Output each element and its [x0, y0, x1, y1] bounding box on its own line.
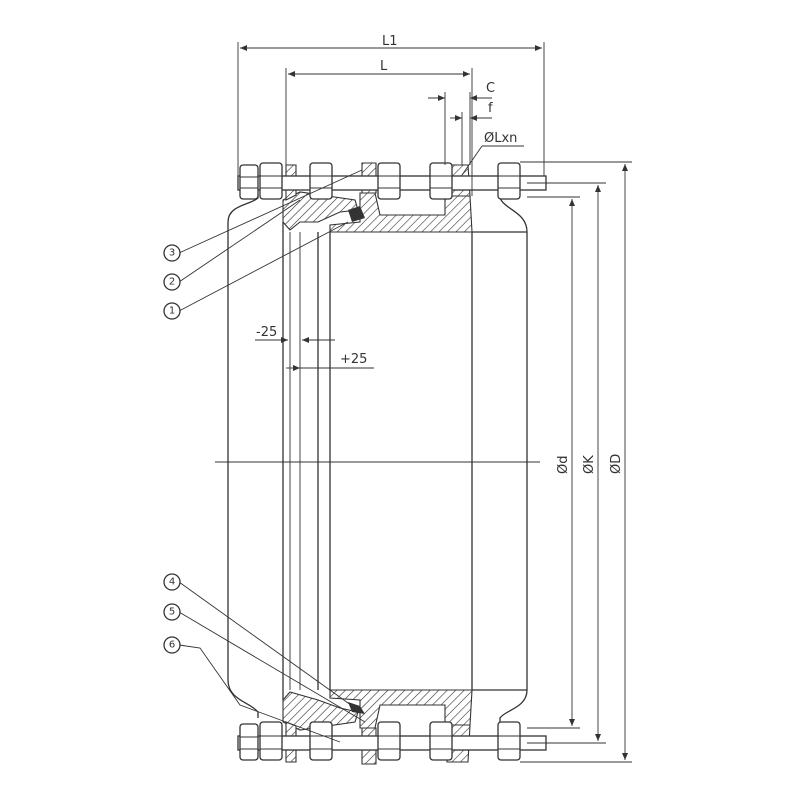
callouts: 3 2 1 4 5 6: [163, 169, 366, 743]
dim-f-label: f: [488, 101, 493, 116]
callout-5: [163, 603, 181, 621]
nut-bottom-5: [429, 721, 453, 761]
nut-top-3: [309, 162, 333, 200]
dim-L1-label: L1: [382, 34, 398, 49]
dim-d-label: Ød: [556, 456, 571, 474]
dim-D-label: ØD: [609, 454, 624, 474]
dim-L-label: L: [380, 59, 388, 74]
bottom-section: [227, 679, 547, 765]
nut-bottom-3: [309, 721, 333, 761]
dim-K-label: ØK: [582, 455, 597, 474]
nut-bottom-4: [377, 721, 401, 761]
nut-top-1: [239, 164, 259, 200]
nut-top-2: [259, 162, 283, 200]
svg-text:2: 2: [169, 277, 175, 288]
svg-text:1: 1: [169, 306, 175, 317]
right-flange-curve-top: [499, 194, 528, 233]
nut-top-4: [377, 162, 401, 200]
dim-C-label: C: [486, 81, 495, 96]
nut-bottom-1: [239, 723, 259, 761]
top-section: [227, 162, 547, 233]
dim-plus-label: +25: [340, 352, 367, 367]
nut-bottom-6: [497, 721, 521, 761]
callout-4: [163, 573, 181, 591]
right-flange-curve-bottom: [499, 689, 528, 722]
body-section-bottom: [329, 689, 473, 729]
svg-text:5: 5: [169, 607, 175, 618]
dim-minus-label: -25: [256, 325, 277, 340]
svg-text:6: 6: [169, 640, 175, 651]
callout-6: [163, 636, 181, 654]
callout-1: [163, 302, 181, 320]
svg-text:4: 4: [169, 577, 175, 588]
nut-top-6: [497, 162, 521, 200]
dim-bolt-hole-label: ØLxn: [484, 131, 517, 146]
main-body: [215, 222, 540, 700]
gasket-bottom: [348, 702, 365, 714]
callout-2: [163, 273, 181, 291]
nut-top-5: [429, 162, 453, 200]
svg-text:3: 3: [169, 248, 175, 259]
left-flange-curve-bottom: [227, 679, 259, 718]
gasket-top: [348, 206, 365, 222]
callout-3: [163, 244, 181, 262]
nut-bottom-2: [259, 721, 283, 761]
dimensions: L1 L C f ØLxn -25 +25: [237, 34, 632, 763]
